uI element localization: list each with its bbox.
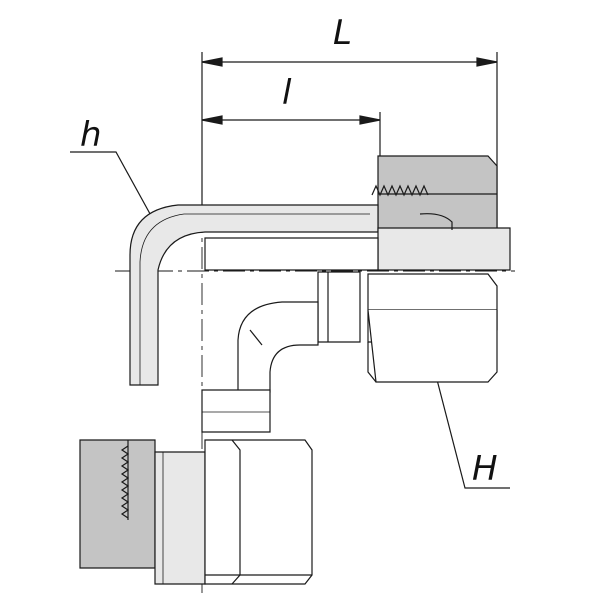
inner-elbow [237,301,319,393]
leader-h [70,151,161,233]
right-hex-nut [367,273,498,383]
leader-H [434,371,510,489]
label-hex-nut: H [472,449,498,489]
bottom-hex-nut [204,439,313,585]
bent-tube [129,204,379,386]
label-overall-length: L [333,13,352,53]
bottom-tube [154,451,206,585]
right-union-nut [371,155,498,231]
dimension-l [201,112,381,200]
central-body [317,271,361,343]
label-tube-bend: h [80,115,102,155]
label-inner-length: l [282,73,292,113]
right-tube [204,213,511,271]
bottom-union-nut [79,439,156,569]
stem-collar [201,389,271,433]
